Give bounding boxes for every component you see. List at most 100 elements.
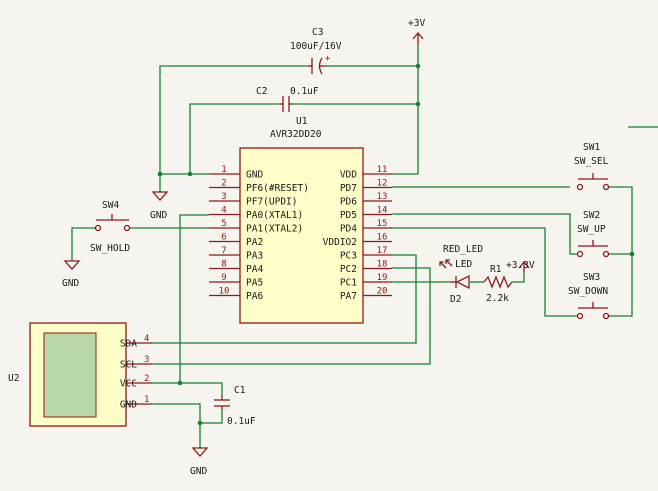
u1-pin-number: 5 <box>221 219 226 229</box>
u1-pin-number: 7 <box>221 246 226 256</box>
sw4-value: SW_HOLD <box>90 243 130 254</box>
u1-pin-number: 14 <box>377 206 388 216</box>
u1-pin-number: 11 <box>377 165 388 175</box>
u1-pin-10: 10 PA6 <box>209 287 263 302</box>
power-gnd-u1: GND <box>150 191 169 221</box>
u1-pin-name: PA2 <box>246 237 263 248</box>
u2-pin-name: VCC <box>120 379 137 390</box>
wire-u2-gnd <box>152 403 201 448</box>
u1-pin-number: 3 <box>221 192 226 202</box>
u1-pin-name: PA0(XTAL1) <box>246 210 303 221</box>
wire-pc3-sda <box>152 254 417 344</box>
u1-pin-2: 2 PF6(#RESET) <box>209 179 309 194</box>
u1-pin-number: 17 <box>377 246 388 256</box>
sw2-value: SW_UP <box>577 224 606 235</box>
wire-pa0-vcc <box>179 214 209 383</box>
wire-c3-left <box>159 65 308 192</box>
capacitor-c1[interactable]: C1 0.1uF <box>214 385 256 427</box>
c2-ref: C2 <box>256 86 267 97</box>
sw3-value: SW_DOWN <box>568 286 608 297</box>
c3-value: 100uF/16V <box>290 41 342 52</box>
gnd-u1-label: GND <box>150 210 167 221</box>
u1-pin-name: PA3 <box>246 251 263 262</box>
u2-pin-name: SCL <box>120 360 137 371</box>
svg-text:+: + <box>325 54 331 64</box>
capacitor-c3[interactable]: + C3 100uF/16V <box>290 27 342 75</box>
u2-pin-name: GND <box>120 400 137 411</box>
u1-pin-name: PC1 <box>340 278 357 289</box>
junction-gnd-c2 <box>187 171 193 177</box>
gnd-sw4-label: GND <box>62 278 79 289</box>
u1-pin-name: PA5 <box>246 278 263 289</box>
d2-net: RED_LED <box>443 244 483 255</box>
u2-ref: U2 <box>8 373 19 384</box>
u1-pin-number: 19 <box>377 273 388 283</box>
u1-pin-name: PA1(XTAL2) <box>246 224 303 235</box>
u1-pin-name: VDDIO2 <box>323 237 357 248</box>
power-vcc-led: +3.3V <box>506 260 535 272</box>
u1-right-pins: 11VDD12PD713PD614PD515PD416VDDIO217PC318… <box>323 165 392 302</box>
switch-sw3[interactable]: SW3 SW_DOWN <box>568 272 610 320</box>
r1-value: 2.2k <box>486 293 509 304</box>
u1-pin-8: 8 PA4 <box>209 260 263 275</box>
u2-pin-number: 2 <box>144 374 149 384</box>
u1-pin-number: 13 <box>377 192 388 202</box>
u1-part: AVR32DD20 <box>270 129 322 140</box>
r1-ref: R1 <box>490 264 502 275</box>
junction-vdd-c3 <box>415 63 421 69</box>
power-gnd-u2: GND <box>190 447 209 477</box>
wire-r1-3v3 <box>512 272 525 283</box>
u1-pin-name: PC2 <box>340 264 357 275</box>
u2-pin-number: 4 <box>144 334 149 344</box>
switch-sw2[interactable]: SW2 SW_UP <box>576 210 610 258</box>
u1-pin-number: 15 <box>377 219 388 229</box>
u1-pin-name: PA6 <box>246 291 263 302</box>
u1-pin-number: 10 <box>219 287 230 297</box>
switch-sw4[interactable]: SW4 SW_HOLD <box>90 200 130 254</box>
power-gnd-sw4: GND <box>62 260 81 289</box>
led-d2[interactable]: RED_LED LED D2 <box>439 244 483 305</box>
wire-pd4-sw3 <box>392 227 578 317</box>
wire-vdd-rail <box>392 45 419 175</box>
c2-value: 0.1uF <box>290 86 319 97</box>
capacitor-c2[interactable]: C2 0.1uF <box>256 86 319 112</box>
c1-ref: C1 <box>234 385 246 396</box>
u2-pin-number: 1 <box>144 395 149 405</box>
u1-pin-number: 8 <box>221 260 226 270</box>
u1-pin-name: PD4 <box>340 224 357 235</box>
u1-pin-number: 1 <box>221 165 226 175</box>
power-vcc-top: +3V <box>408 18 425 45</box>
junction-sw-common <box>629 251 635 257</box>
u1-ref: U1 <box>296 116 308 127</box>
c3-ref: C3 <box>312 27 323 38</box>
u1-pin-name: PF6(#RESET) <box>246 183 309 194</box>
u1-pin-number: 2 <box>221 179 226 189</box>
junction-vcc <box>177 380 183 386</box>
junction-gnd-u2 <box>197 420 203 426</box>
junction-vdd-c2 <box>415 101 421 107</box>
gnd-u2-label: GND <box>190 466 207 477</box>
wire-sw4-gnd <box>71 227 95 261</box>
switch-sw1[interactable]: SW1 SW_SEL <box>574 142 610 191</box>
wire-c1-gnd <box>200 410 223 424</box>
wire-vcc-c1 <box>152 382 223 396</box>
u1-pin-number: 12 <box>377 179 388 189</box>
sw2-ref: SW2 <box>583 210 600 221</box>
u1-pin-name: PA4 <box>246 264 263 275</box>
resistor-r1[interactable]: R1 2.2k <box>483 264 513 304</box>
